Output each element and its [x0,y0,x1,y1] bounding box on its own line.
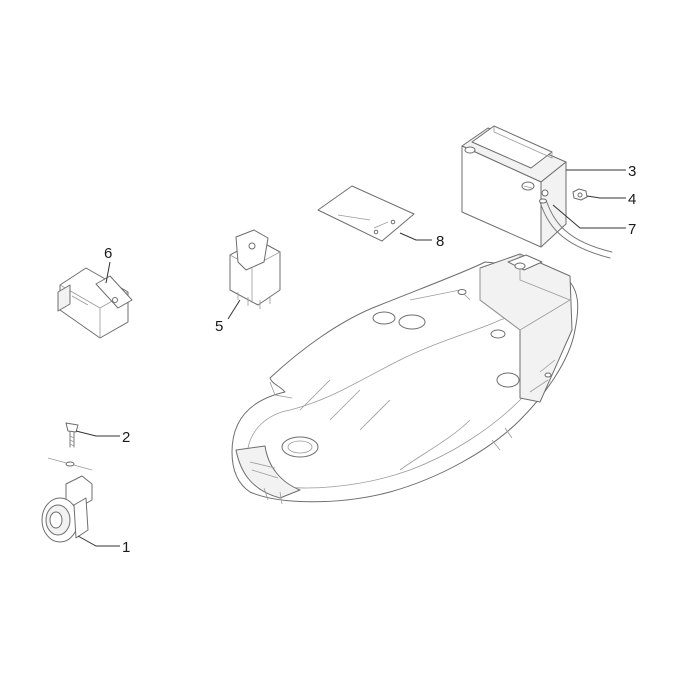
callout-6: 6 [104,245,112,262]
leader-4 [586,195,626,199]
callout-8: 8 [436,233,444,250]
horn [41,475,93,543]
callout-1: 1 [122,539,130,556]
callout-5: 5 [215,318,223,335]
leader-8 [399,232,432,241]
callout-labels: 1 2 3 4 5 6 7 8 [104,163,636,556]
relay [229,229,281,309]
nut [572,188,588,201]
gasket-sheet [317,185,415,242]
battery [461,125,567,248]
breather-tube [539,198,613,259]
callout-3: 3 [628,163,636,180]
screw [65,422,79,448]
mounting-lines [47,457,93,471]
leader-5 [227,299,241,320]
leader-6 [105,261,111,284]
leader-lines [75,169,626,547]
connector-block [57,267,133,339]
leader-7 [552,204,626,229]
leader-1 [77,535,120,547]
callout-4: 4 [628,191,636,208]
leader-2 [75,430,120,437]
callout-2: 2 [122,429,130,446]
helmet-compartment [231,253,579,505]
callout-7: 7 [628,221,636,238]
